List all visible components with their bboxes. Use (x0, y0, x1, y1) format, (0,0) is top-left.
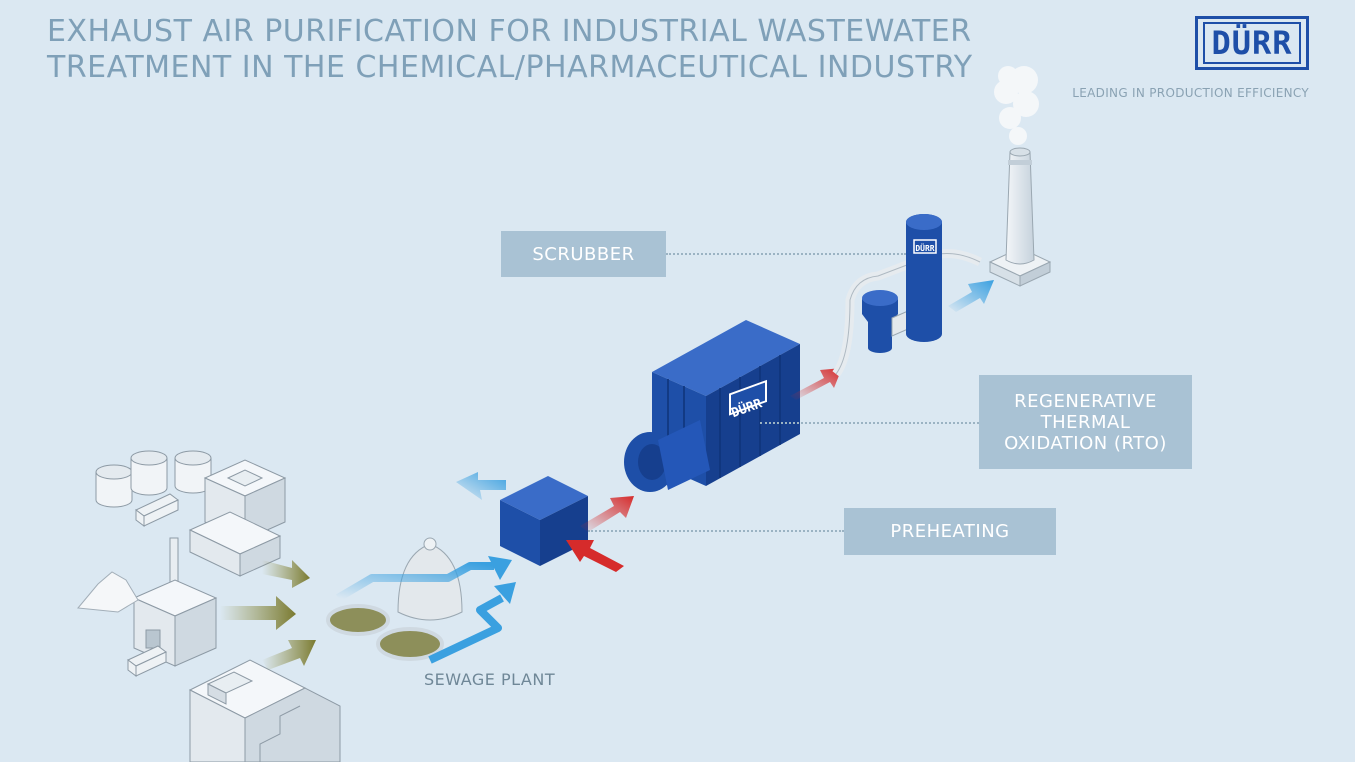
exhaust-stack (988, 147, 1052, 287)
label-preheating-text: PREHEATING (890, 521, 1010, 542)
flow-arrow-2 (494, 582, 516, 604)
hot-air-arrow-out (580, 496, 634, 532)
wastewater-arrows (220, 560, 316, 670)
label-rto-line-3: OXIDATION (RTO) (1004, 432, 1167, 454)
storage-tanks (95, 450, 212, 508)
chimney-factory (132, 537, 218, 667)
preheating-leader-line (588, 530, 844, 532)
page-title: EXHAUST AIR PURIFICATION FOR INDUSTRIAL … (47, 14, 973, 86)
stepped-building (188, 659, 341, 762)
steam-plume (994, 66, 1039, 145)
logo-text: DÜRR (1203, 22, 1301, 64)
truck-icon-2 (127, 645, 167, 677)
label-sewage-plant: SEWAGE PLANT (424, 670, 556, 689)
industrial-plant (77, 450, 341, 762)
scrubber-leader-line (666, 253, 906, 255)
hot-air-arrow-rto (790, 368, 842, 400)
factory-building (188, 459, 287, 577)
preheating-unit (500, 476, 588, 566)
sewage-plant (326, 537, 463, 661)
durr-logo: DÜRR (1195, 16, 1309, 70)
truck-icon (135, 493, 179, 527)
label-rto-line-1: REGENERATIVE (1014, 390, 1157, 412)
label-preheating: PREHEATING (844, 508, 1056, 555)
label-rto-line-2: THERMAL (1040, 411, 1131, 433)
rto-leader-line (760, 422, 979, 424)
hot-air-arrow-in (566, 540, 624, 572)
title-line-2: TREATMENT IN THE CHEMICAL/PHARMACEUTICAL… (47, 50, 973, 85)
clean-air-arrow-up (456, 472, 506, 500)
label-rto: REGENERATIVE THERMAL OXIDATION (RTO) (979, 375, 1192, 469)
title-line-1: EXHAUST AIR PURIFICATION FOR INDUSTRIAL … (47, 14, 972, 49)
label-scrubber: SCRUBBER (501, 231, 666, 277)
scrubber-brand-mark: DÜRR (915, 243, 934, 253)
sewage-air-flow (335, 562, 504, 664)
rto-unit (624, 320, 800, 492)
raw-material-pile (77, 571, 139, 613)
tagline: LEADING IN PRODUCTION EFFICIENCY (1072, 86, 1309, 100)
flow-arrow-1 (488, 556, 512, 580)
clean-air-arrow-stack (948, 280, 994, 312)
label-scrubber-text: SCRUBBER (532, 243, 635, 265)
scrubber-unit (862, 214, 942, 353)
